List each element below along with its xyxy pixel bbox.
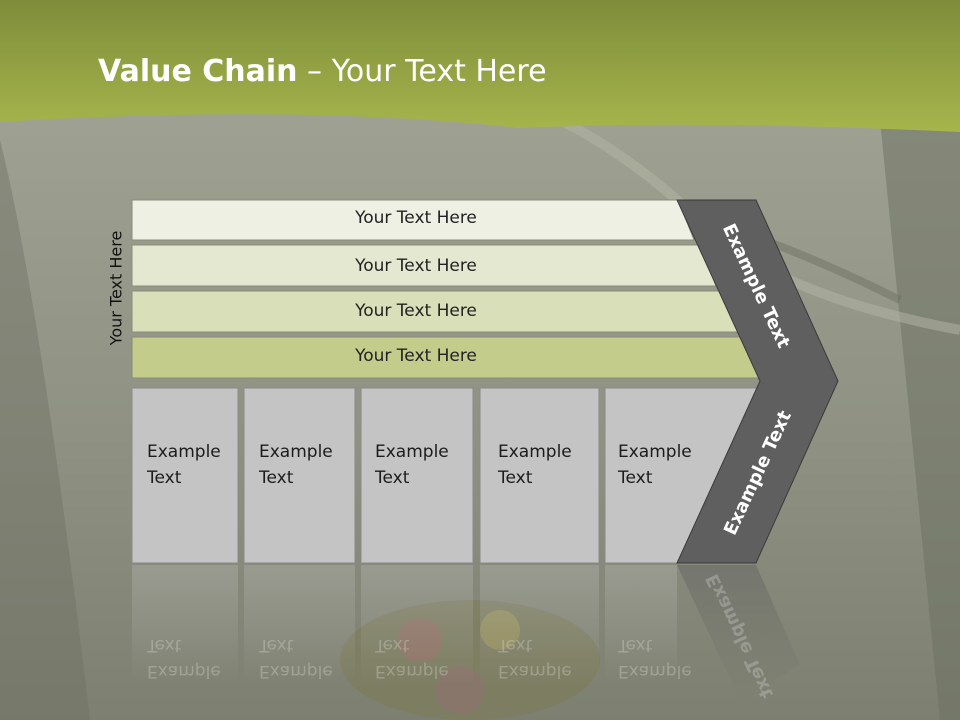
box-1-shape bbox=[131, 387, 239, 564]
bar-1-shape bbox=[131, 199, 695, 241]
box-4-reflection: Example Text bbox=[498, 635, 572, 681]
title-bold: Value Chain bbox=[98, 54, 298, 89]
box-5-line1: Example bbox=[618, 442, 692, 462]
box-2-label: Example Text bbox=[259, 439, 333, 491]
box-1-line2: Text bbox=[147, 468, 182, 488]
box-4-line2: Text bbox=[498, 468, 533, 488]
side-label: Your Text Here bbox=[106, 230, 126, 346]
box-5-label: Example Text bbox=[618, 439, 692, 491]
box-1-line1: Example bbox=[147, 442, 221, 462]
bar-4-label: Your Text Here bbox=[355, 346, 477, 366]
box-3-label: Example Text bbox=[375, 439, 449, 491]
box-4-label: Example Text bbox=[498, 439, 572, 491]
box-1-reflection: Example Text bbox=[147, 635, 221, 681]
title-rest: – Your Text Here bbox=[297, 54, 547, 89]
bar-1-label: Your Text Here bbox=[355, 208, 477, 228]
box-3-shape bbox=[360, 387, 474, 564]
box-2-line1: Example bbox=[259, 442, 333, 462]
bar-2-label: Your Text Here bbox=[355, 256, 477, 276]
bar-3-label: Your Text Here bbox=[355, 301, 477, 321]
box-2-reflection: Example Text bbox=[259, 635, 333, 681]
box-2-shape bbox=[243, 387, 356, 564]
box-4-shape bbox=[479, 387, 600, 564]
box-3-line2: Text bbox=[375, 468, 410, 488]
box-4-line1: Example bbox=[498, 442, 572, 462]
box-2-line2: Text bbox=[259, 468, 294, 488]
page-title: Value Chain – Your Text Here bbox=[98, 54, 547, 89]
box-3-line1: Example bbox=[375, 442, 449, 462]
chevron-arrow bbox=[676, 199, 839, 564]
box-3-reflection: Example Text bbox=[375, 635, 449, 681]
box-5-reflection: Example Text bbox=[618, 635, 692, 681]
box-5-line2: Text bbox=[618, 468, 653, 488]
box-1-label: Example Text bbox=[147, 439, 221, 491]
